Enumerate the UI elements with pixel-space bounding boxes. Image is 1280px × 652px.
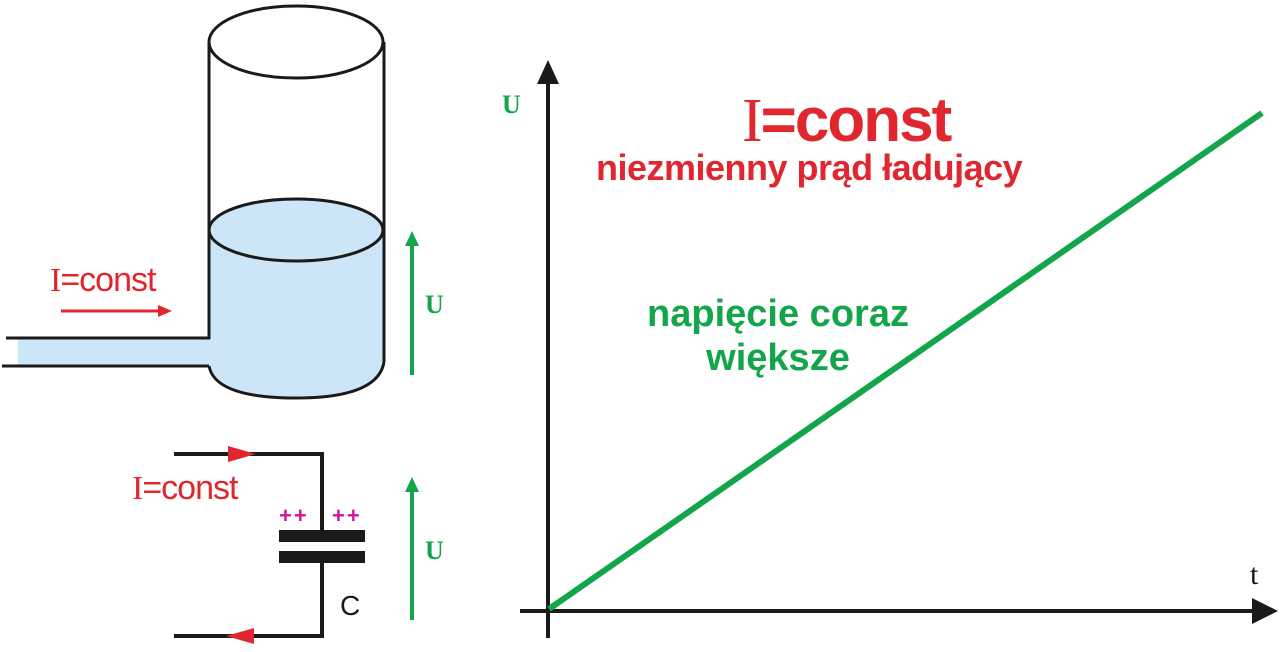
capacitor-voltage-arrow-icon	[405, 477, 419, 492]
tank-top	[207, 4, 385, 80]
current-const-text: =const	[60, 261, 156, 299]
capacitor-voltage-label: U	[425, 536, 444, 565]
current-symbol: I	[50, 262, 61, 299]
capacitor-plate-bottom	[279, 551, 365, 563]
title-const-text: =const	[760, 86, 953, 155]
title-current-symbol: I	[742, 87, 763, 155]
voltage-time-graph	[520, 60, 1278, 638]
current-arrow-icon	[158, 305, 172, 317]
water-surface	[207, 197, 385, 263]
y-axis-arrow-icon	[537, 60, 559, 84]
graph-subtitle: niezmienny prąd ładujący	[596, 147, 1023, 188]
plus-charges-right: ++	[332, 503, 362, 528]
current-symbol: I	[132, 470, 143, 507]
current-out-arrow-icon	[226, 628, 254, 644]
capacitor-label: C	[340, 590, 361, 621]
line-caption-line1: napięcie coraz	[647, 293, 909, 335]
capacitor-current-label: I=const	[132, 469, 238, 507]
water-tank-illustration	[2, 4, 419, 400]
current-in-arrow-icon	[228, 446, 256, 462]
line-caption-line2: większe	[706, 336, 850, 379]
tank-current-label: I=const	[50, 261, 156, 299]
plus-charges-left: ++	[279, 503, 309, 528]
x-axis-arrow-icon	[1252, 598, 1278, 624]
voltage-line	[547, 110, 1264, 612]
x-axis-label: t	[1250, 558, 1259, 591]
pipe-water	[18, 339, 210, 365]
tank-voltage-label: U	[425, 290, 444, 319]
capacitor-plate-top	[279, 530, 365, 542]
line-caption: napięcie coraz większe	[628, 293, 928, 380]
y-axis-label: U	[502, 90, 521, 119]
capacitor-circuit	[174, 446, 419, 644]
voltage-arrow-icon	[405, 231, 419, 246]
graph-title: I=const	[742, 87, 952, 155]
current-const-text: =const	[142, 469, 238, 507]
